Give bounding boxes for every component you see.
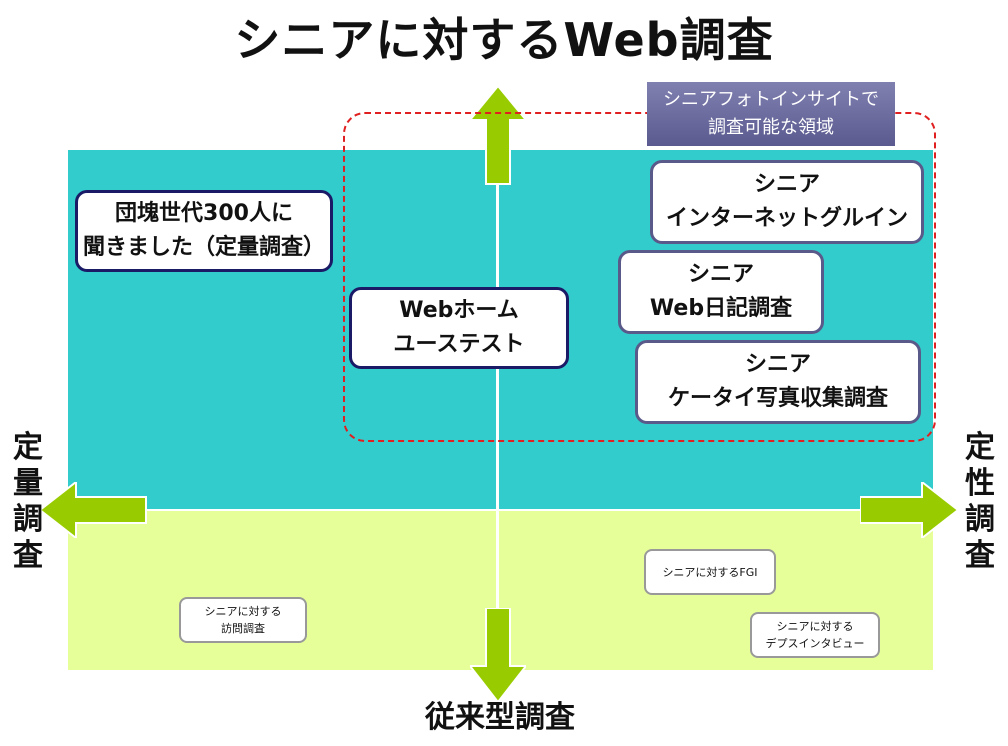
box-fgi: シニアに対するFGI (644, 549, 776, 595)
box-web-home-usertest: Webホーム ユーステスト (349, 287, 569, 369)
vertical-axis-line (496, 150, 499, 670)
box-internet-group: シニア インターネットグルイン (650, 160, 924, 244)
left-arrow-icon (40, 482, 147, 538)
photo-insight-region-label: シニアフォトインサイトで 調査可能な領域 (647, 82, 895, 146)
right-arrow-icon (860, 482, 960, 538)
page-title: シニアに対するWeb調査 (234, 13, 774, 67)
up-arrow-icon (470, 86, 526, 185)
horizontal-axis-line (68, 509, 933, 511)
down-arrow-icon (470, 608, 526, 704)
axis-label-traditional: 従来型調査 (425, 700, 575, 735)
photo-insight-region-border (343, 112, 936, 442)
box-visit-survey: シニアに対する 訪問調査 (179, 597, 307, 643)
axis-label-quantitative: 定量調査 (13, 430, 43, 573)
box-depth-interview: シニアに対する デプスインタビュー (750, 612, 880, 658)
box-web-diary: シニア Web日記調査 (618, 250, 824, 334)
box-dankai-survey: 団塊世代300人に 聞きました（定量調査） (75, 190, 333, 272)
box-keitai-photo: シニア ケータイ写真収集調査 (635, 340, 921, 424)
axis-label-qualitative: 定性調査 (965, 430, 995, 573)
